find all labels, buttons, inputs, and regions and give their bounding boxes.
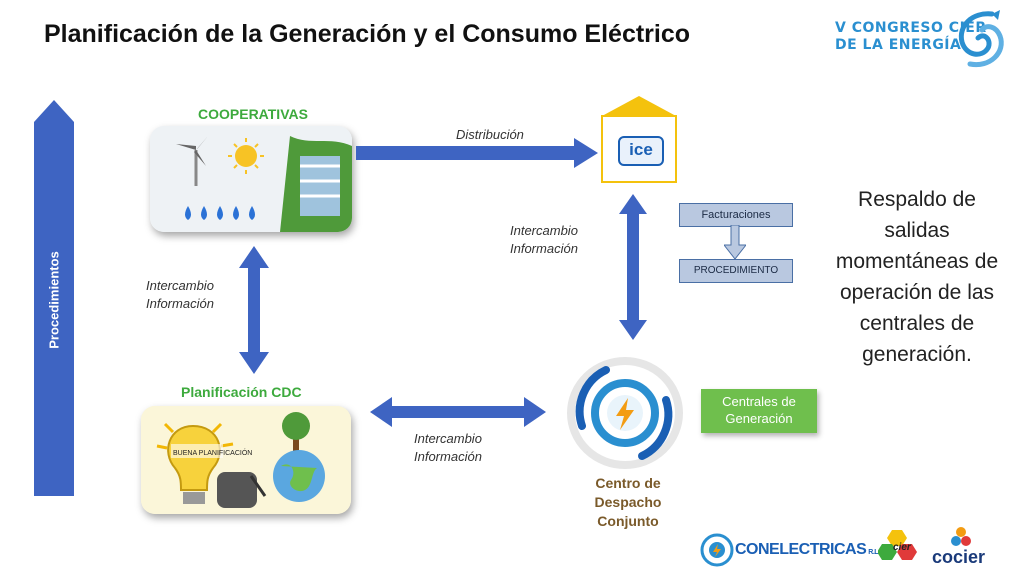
swirl-logo-icon: [958, 10, 1004, 68]
procedimientos-label: Procedimientos: [46, 251, 62, 349]
congreso-logo: V CONGRESO CIER DE LA ENERGÍA: [835, 20, 987, 54]
intercambio-right-line2: Información: [510, 241, 578, 256]
facturaciones-box: Facturaciones: [679, 203, 793, 227]
backup-description: Respaldo de salidas momentáneas de opera…: [835, 188, 999, 366]
logo-line-2: DE LA ENERGÍA: [835, 37, 962, 53]
intercambio-right-line1: Intercambio: [510, 223, 578, 238]
conelectricas-logo-icon: [700, 533, 734, 567]
procedimiento-box: PROCEDIMIENTO: [679, 259, 793, 283]
centro-line1: Centro de: [595, 475, 661, 491]
water-drops-icon: [185, 206, 255, 220]
sun-icon: [228, 138, 264, 174]
distribucion-arrow: [356, 138, 598, 168]
cooperativas-image: [150, 126, 352, 232]
facturaciones-procedimiento-arrow: [724, 225, 746, 259]
tree-icon: [282, 412, 310, 454]
cier-logo-icon: [878, 530, 917, 560]
centrales-line2: Generación: [725, 411, 793, 426]
centro-line2: Despacho: [594, 494, 662, 510]
conelectricas-rl: R.L.: [868, 549, 880, 556]
centro-despacho-icon: [567, 357, 683, 469]
globe-icon: [273, 450, 325, 502]
wind-turbine-icon: [176, 136, 208, 186]
intercambio-left-label: Intercambio Información: [146, 277, 214, 313]
planificacion-centro-double-arrow: [370, 397, 546, 427]
ice-logo: ice: [618, 136, 664, 166]
hand-icon: [217, 472, 267, 508]
logo-line-1: V CONGRESO CIER: [835, 20, 987, 36]
dam-icon: [280, 136, 352, 232]
cier-text: cier: [893, 542, 911, 553]
centro-line3: Conjunto: [597, 513, 659, 529]
procedimientos-arrow: [34, 100, 74, 496]
conelectricas-text: CONELECTRICAS: [735, 541, 867, 558]
page-title: Planificación de la Generación y el Cons…: [44, 20, 691, 48]
ice-centro-double-arrow: [619, 194, 647, 340]
planificacion-label: Planificación CDC: [181, 384, 302, 400]
centro-despacho-label: Centro de Despacho Conjunto: [576, 474, 680, 531]
distribucion-label: Distribución: [456, 127, 524, 142]
cocier-text: cocier: [932, 547, 986, 567]
intercambio-right-label: Intercambio Información: [510, 222, 578, 258]
intercambio-bottom-line1: Intercambio: [414, 431, 482, 446]
intercambio-left-line1: Intercambio: [146, 278, 214, 293]
planificacion-image: BUENA PLANIFICACIÓN: [141, 406, 351, 514]
buena-planificacion-text: BUENA PLANIFICACIÓN: [173, 448, 252, 457]
intercambio-left-line2: Información: [146, 296, 214, 311]
cooperativas-label: COOPERATIVAS: [198, 106, 308, 122]
intercambio-bottom-label: Intercambio Información: [414, 430, 482, 466]
cooperativas-planificacion-double-arrow: [239, 246, 269, 374]
intercambio-bottom-line2: Información: [414, 449, 482, 464]
centrales-line1: Centrales de: [722, 394, 796, 409]
centrales-generacion-box: Centrales de Generación: [701, 389, 817, 433]
cocier-logo-icon: [951, 527, 971, 546]
